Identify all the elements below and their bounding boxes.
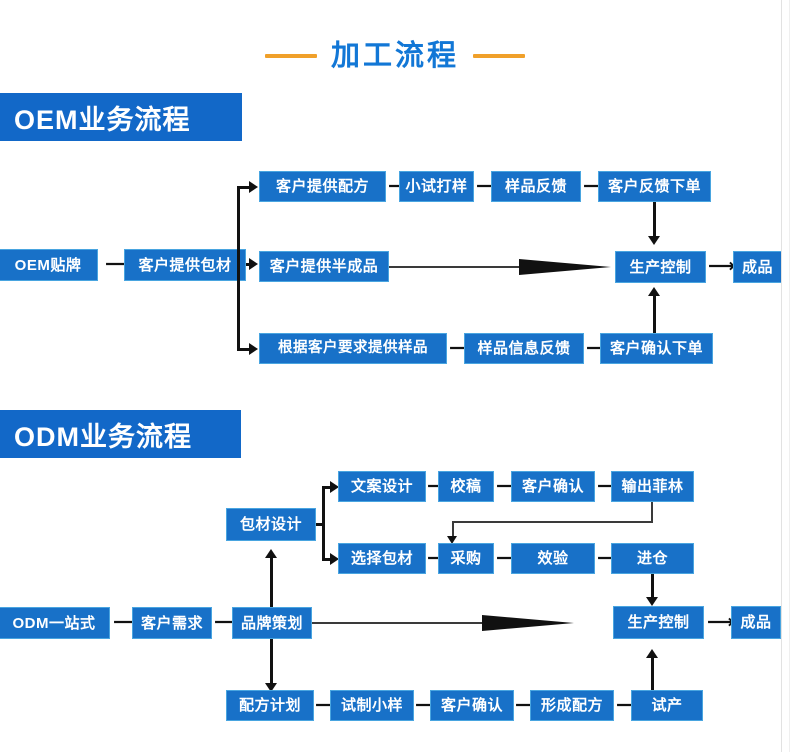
odm-film-left-line: [452, 521, 653, 523]
odm-trial-to-control-arrow: [646, 649, 658, 658]
odm-stock-to-control-line: [651, 574, 654, 599]
odm-branding-down-arrow: [265, 683, 277, 692]
odm-pd-bus: [322, 486, 325, 560]
oem-branch-top-line: [237, 186, 251, 189]
arrow-odm-control-to-finished: ⟶: [707, 611, 735, 633]
page-title: 加工流程: [330, 39, 459, 72]
node-odm-material-1: 采购: [438, 543, 494, 574]
odm-branding-up-arrow: [265, 549, 277, 558]
node-oem-top-1: 小试打样: [399, 171, 474, 202]
node-oem-top-3: 客户反馈下单: [598, 171, 711, 202]
node-odm-design-0: 文案设计: [338, 471, 426, 502]
odm-pd-top-arrow: [330, 481, 339, 493]
odm-branding-long-line: [312, 622, 552, 624]
oem-top-to-control-line: [653, 202, 656, 238]
odm-pd-bottom-line: [322, 558, 332, 561]
odm-branding-long-arrowhead: [482, 615, 574, 631]
title-dash-left: [264, 54, 317, 58]
node-odm-formula-0: 配方计划: [226, 690, 314, 721]
page-edge-rule: [781, 0, 782, 752]
node-oem-bottom-0: 根据客户要求提供样品: [259, 333, 447, 364]
oem-bottom-to-control-arrow: [648, 287, 660, 296]
node-odm-control: 生产控制: [613, 606, 704, 639]
odm-pd-stub: [316, 523, 325, 526]
node-oem-bottom-1: 样品信息反馈: [464, 333, 584, 364]
odm-film-drop-arrow: [447, 536, 457, 544]
node-odm-design-1: 校稿: [438, 471, 494, 502]
node-odm-material-0: 选择包材: [338, 543, 426, 574]
node-oem-finished: 成品: [733, 251, 782, 283]
node-oem-start: OEM贴牌: [0, 249, 98, 281]
node-odm-demand: 客户需求: [132, 607, 212, 639]
node-odm-material-2: 效验: [511, 543, 595, 574]
node-odm-packaging-design: 包材设计: [226, 508, 316, 541]
title-dash-right: [473, 54, 525, 58]
node-oem-control: 生产控制: [615, 251, 706, 283]
arrow-oem-control-to-finished: ⟶: [708, 255, 736, 277]
oem-top-to-control-arrow: [648, 236, 660, 245]
page-title-row: 加工流程: [0, 36, 790, 76]
section-header-oem: OEM业务流程: [0, 93, 242, 141]
odm-film-drop-line: [452, 521, 454, 539]
node-oem-bottom-2: 客户确认下单: [600, 333, 713, 364]
node-odm-design-3: 输出菲林: [611, 471, 694, 502]
node-oem-top-0: 客户提供配方: [259, 171, 386, 202]
odm-trial-to-control-line: [651, 658, 654, 692]
oem-branch-bottom-arrow: [249, 343, 258, 355]
oem-bottom-to-control-line: [653, 296, 656, 336]
odm-stock-to-control-arrow: [646, 597, 658, 606]
oem-middle-long-line: [389, 266, 589, 268]
node-odm-branding: 品牌策划: [232, 607, 312, 639]
node-odm-finished: 成品: [731, 606, 781, 639]
odm-branding-down-line: [270, 639, 273, 685]
oem-middle-long-arrowhead: [519, 259, 611, 275]
section-header-odm: ODM业务流程: [0, 410, 241, 458]
node-odm-material-3: 进仓: [611, 543, 694, 574]
oem-branch-top-arrow: [249, 181, 258, 193]
oem-branch-bus: [237, 186, 240, 350]
odm-film-down-line: [651, 502, 653, 523]
node-odm-formula-4: 试产: [631, 690, 703, 721]
oem-branch-mid-arrow: [249, 258, 258, 270]
odm-pd-top-line: [322, 486, 332, 489]
odm-branding-up-line: [270, 558, 273, 607]
node-odm-formula-2: 客户确认: [430, 690, 514, 721]
node-oem-middle-0: 客户提供半成品: [259, 251, 389, 282]
node-oem-packaging: 客户提供包材: [124, 249, 246, 281]
node-odm-formula-1: 试制小样: [330, 690, 414, 721]
oem-branch-bottom-line: [237, 348, 251, 351]
node-oem-top-2: 样品反馈: [491, 171, 581, 202]
node-odm-start: ODM一站式: [0, 607, 110, 639]
node-odm-design-2: 客户确认: [511, 471, 595, 502]
node-odm-formula-3: 形成配方: [530, 690, 614, 721]
odm-pd-bottom-arrow: [330, 553, 339, 565]
